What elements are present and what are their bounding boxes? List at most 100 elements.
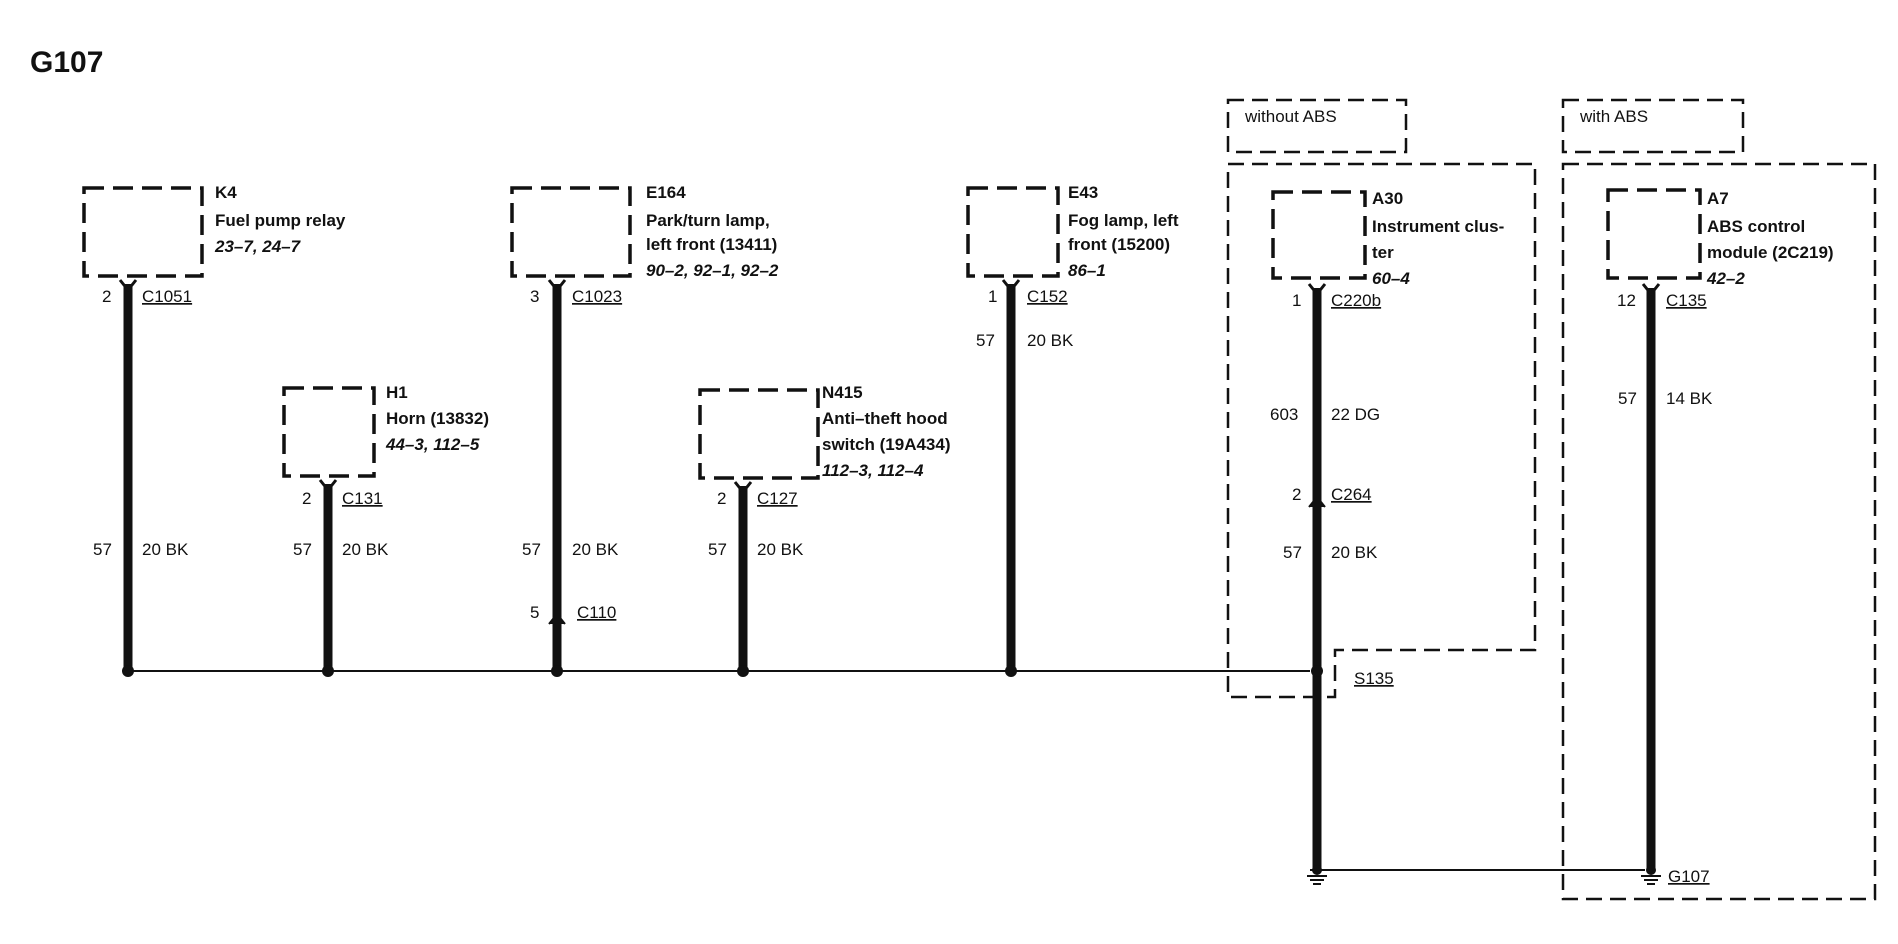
connector-name: C1051 xyxy=(142,287,192,306)
component-id: N415 xyxy=(822,383,863,402)
component-page-ref: 44–3, 112–5 xyxy=(385,435,480,454)
wire-circuit: 57 xyxy=(708,540,727,559)
option-label-box-with-abs xyxy=(1561,98,1745,154)
connector-name: C220b xyxy=(1331,291,1381,310)
ground-icon xyxy=(1307,865,1327,885)
connector-symbol-c1051 xyxy=(118,279,138,293)
wire-circuit: 57 xyxy=(93,540,112,559)
bus-node xyxy=(322,665,334,677)
component-page-ref: 42–2 xyxy=(1706,269,1745,288)
option-region-outline-with-abs xyxy=(1561,162,1877,901)
wire-spec: 20 BK xyxy=(1027,331,1074,350)
component-name: left front (13411) xyxy=(646,235,777,254)
component-e164: E164 Park/turn lamp, left front (13411) … xyxy=(510,183,779,280)
connector-symbol-c264 xyxy=(1308,495,1326,508)
connector-name: C110 xyxy=(577,603,616,622)
connector-name: C127 xyxy=(757,489,798,508)
component-id: E43 xyxy=(1068,183,1098,202)
wire-circuit: 57 xyxy=(293,540,312,559)
wire-spec: 20 BK xyxy=(1331,543,1378,562)
connector-pin: 2 xyxy=(302,489,311,508)
component-page-ref: 112–3, 112–4 xyxy=(822,461,924,480)
component-page-ref: 60–4 xyxy=(1372,269,1410,288)
component-id: H1 xyxy=(386,383,408,402)
component-box-e43 xyxy=(966,186,1060,278)
connector-name: C131 xyxy=(342,489,383,508)
component-name: Park/turn lamp, xyxy=(646,211,770,230)
connector-symbol-c127 xyxy=(733,481,753,495)
wire-spec: 20 BK xyxy=(142,540,189,559)
option-region-outline-without-abs xyxy=(1226,162,1537,699)
connector-symbol-c1023 xyxy=(547,279,567,293)
component-name: ABS control xyxy=(1707,217,1805,236)
page-title: G107 xyxy=(30,46,103,79)
option-label-with-abs: with ABS xyxy=(1579,107,1648,126)
component-name: Anti–theft hood xyxy=(822,409,948,428)
bus-node xyxy=(122,665,134,677)
connector-pin: 3 xyxy=(530,287,539,306)
connector-name: C264 xyxy=(1331,485,1372,504)
connector-symbol-c110 xyxy=(548,612,566,625)
option-region-with-abs: with ABS xyxy=(1561,98,1877,901)
wire-spec: 20 BK xyxy=(342,540,389,559)
splice-node xyxy=(1311,665,1323,677)
connector-pin: 2 xyxy=(102,287,111,306)
component-n415: N415 Anti–theft hood switch (19A434) 112… xyxy=(698,383,951,480)
component-a30: A30 Instrument clus- ter 60–4 xyxy=(1271,189,1504,288)
component-box-a7 xyxy=(1606,188,1702,280)
connector-name: C152 xyxy=(1027,287,1068,306)
connector-pin: 12 xyxy=(1617,291,1636,310)
component-page-ref: 23–7, 24–7 xyxy=(214,237,302,256)
component-id: A7 xyxy=(1707,189,1729,208)
component-name: switch (19A434) xyxy=(822,435,951,454)
connector-name: C135 xyxy=(1666,291,1707,310)
connector-pin: 1 xyxy=(1292,291,1301,310)
component-h1: H1 Horn (13832) 44–3, 112–5 xyxy=(282,383,489,478)
wire-spec: 22 DG xyxy=(1331,405,1380,424)
bus-node xyxy=(1005,665,1017,677)
component-name: front (15200) xyxy=(1068,235,1170,254)
component-name: Fuel pump relay xyxy=(215,211,346,230)
wire-circuit: 57 xyxy=(976,331,995,350)
splice-label: S135 xyxy=(1354,669,1394,688)
component-k4: K4 Fuel pump relay 23–7, 24–7 xyxy=(82,183,346,278)
component-box-a30 xyxy=(1271,190,1367,280)
component-page-ref: 86–1 xyxy=(1068,261,1106,280)
component-e43: E43 Fog lamp, left front (15200) 86–1 xyxy=(966,183,1179,280)
connector-symbol-c152 xyxy=(1001,279,1021,293)
wire-circuit: 603 xyxy=(1270,405,1298,424)
option-label-without-abs: without ABS xyxy=(1244,107,1337,126)
component-name: Fog lamp, left xyxy=(1068,211,1179,230)
wire-spec: 20 BK xyxy=(757,540,804,559)
component-box-e164 xyxy=(510,186,632,278)
component-id: K4 xyxy=(215,183,237,202)
wire-circuit: 57 xyxy=(1283,543,1302,562)
wire-spec: 14 BK xyxy=(1666,389,1713,408)
connector-symbol-c135 xyxy=(1641,283,1661,297)
option-label-box-without-abs xyxy=(1226,98,1408,154)
connector-symbol-c220b xyxy=(1307,283,1327,297)
connector-symbol-c131 xyxy=(318,479,338,493)
component-id: E164 xyxy=(646,183,686,202)
bus-node xyxy=(551,665,563,677)
component-name: module (2C219) xyxy=(1707,243,1834,262)
connector-name: C1023 xyxy=(572,287,622,306)
component-name: Instrument clus- xyxy=(1372,217,1504,236)
ground-label: G107 xyxy=(1668,867,1710,886)
wire-circuit: 57 xyxy=(1618,389,1637,408)
connector-pin: 1 xyxy=(988,287,997,306)
connector-pin: 2 xyxy=(1292,485,1301,504)
component-id: A30 xyxy=(1372,189,1403,208)
wire-circuit: 57 xyxy=(522,540,541,559)
wire-spec: 20 BK xyxy=(572,540,619,559)
component-box-n415 xyxy=(698,388,820,480)
component-box-h1 xyxy=(282,386,376,478)
bus-node xyxy=(737,665,749,677)
component-name: ter xyxy=(1372,243,1394,262)
component-box-k4 xyxy=(82,186,204,278)
connector-pin: 2 xyxy=(717,489,726,508)
ground-icon xyxy=(1641,865,1661,885)
component-page-ref: 90–2, 92–1, 92–2 xyxy=(646,261,779,280)
component-a7: A7 ABS control module (2C219) 42–2 xyxy=(1606,188,1834,288)
